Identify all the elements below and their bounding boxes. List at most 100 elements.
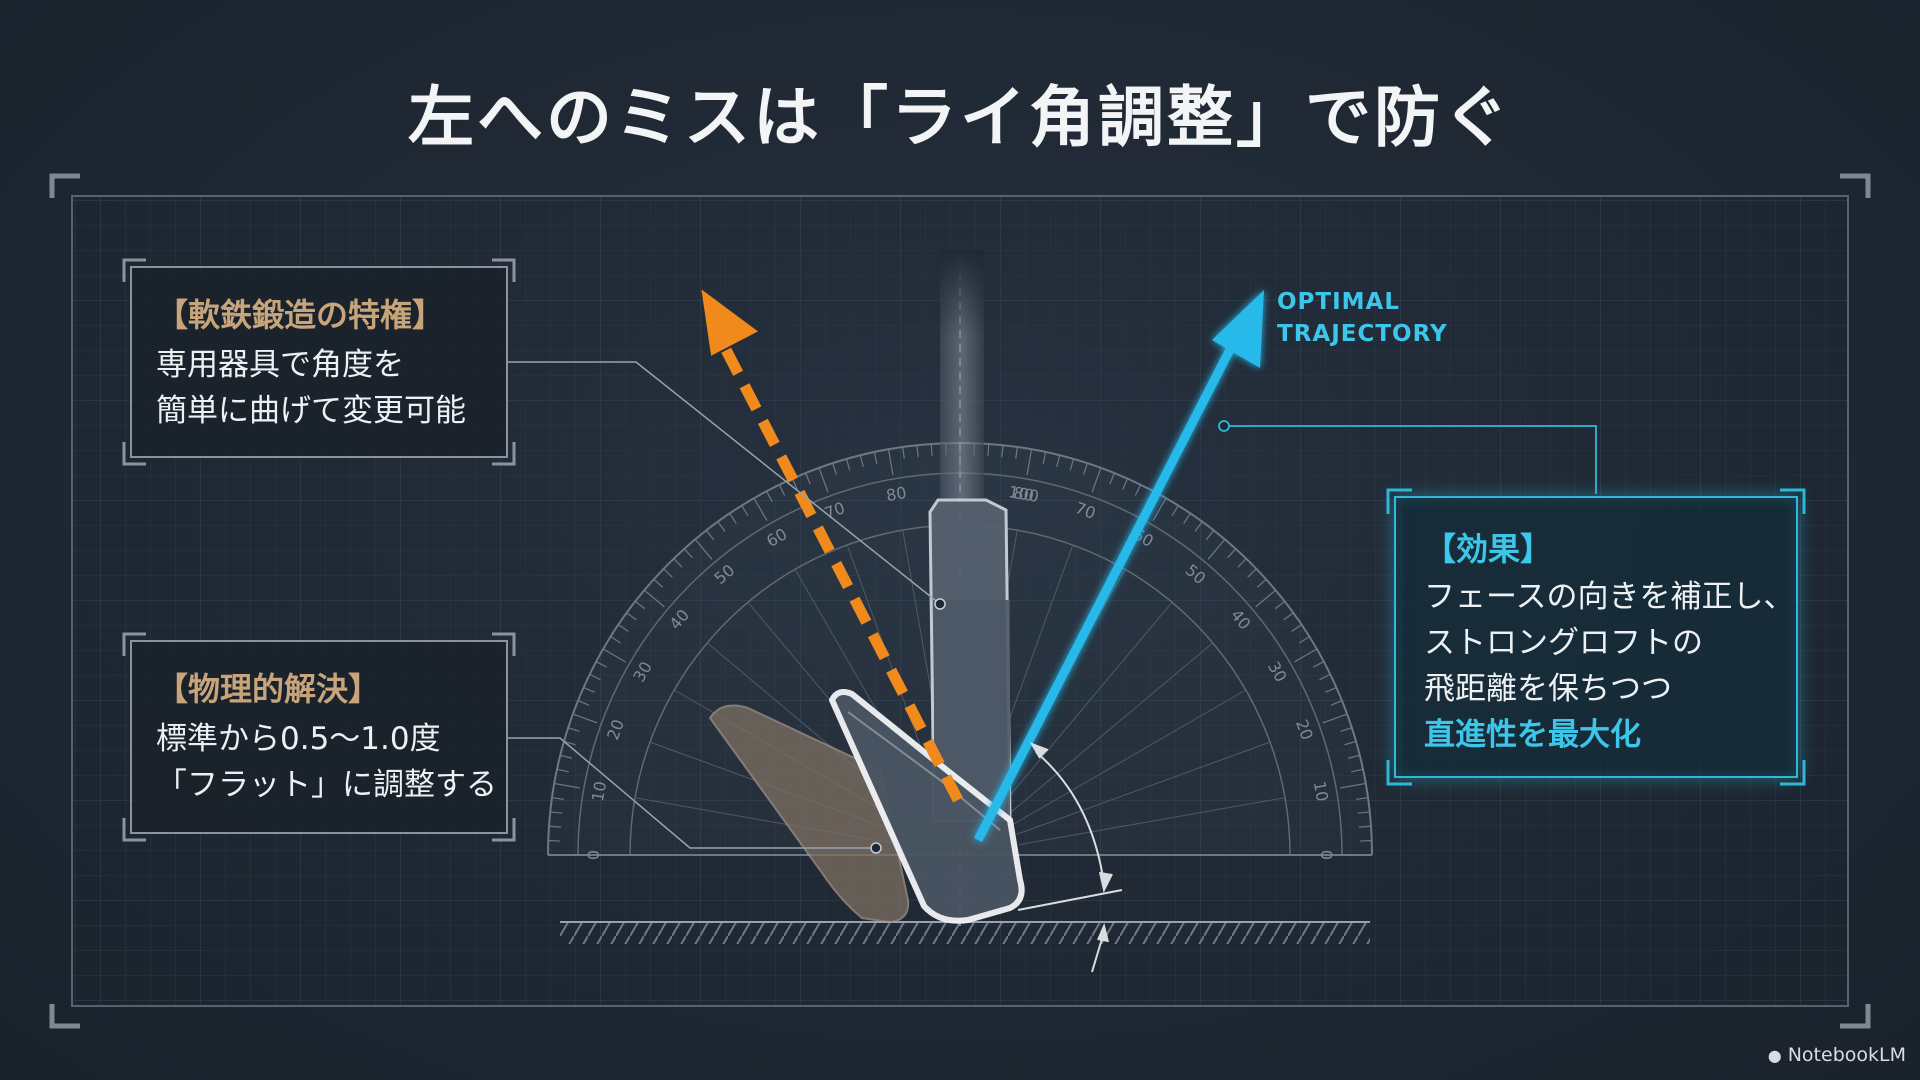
protractor-ray [1005,642,1214,817]
protractor-tick [1109,472,1115,485]
blueprint-frame [71,195,1849,1007]
protractor-tick [560,754,573,759]
protractor-tick [1205,529,1215,541]
protractor-tick [1298,636,1310,644]
protractor-ray [1019,797,1286,846]
lie-angle-indicator [1017,742,1123,973]
frame-corners [49,173,1871,1029]
protractor-tick [583,686,595,693]
protractor-tick [1255,589,1276,608]
protractor-tick [1122,478,1129,490]
protractor-ray [1011,689,1247,826]
protractor-ticks [548,443,1372,856]
protractor-tick [705,529,715,541]
protractor-tick [1227,548,1237,559]
box-line: 飛距離を保ちつつ [1424,671,1672,707]
protractor-tick [1194,521,1203,532]
protractor-tick [1274,600,1286,610]
protractor-tick [1152,497,1167,522]
protractor-tick [930,443,933,457]
protractor-tick [1134,484,1142,496]
protractor-tick [1357,811,1370,814]
protractor-tick [618,624,629,632]
protractor-tick [1322,713,1348,724]
optimal-trajectory-label: OPTIMAL TRAJECTORY [1277,286,1448,350]
effect-box: 【効果】 フェースの向きを補正し、 ストロングロフトの 飛距離を保ちつつ 直進性… [1394,496,1798,778]
protractor-tick [1340,727,1353,732]
protractor-tick [673,558,683,568]
protractor-tick [1015,446,1018,459]
protractor-tick [753,497,768,522]
protractor-tick [818,467,829,493]
protractor-tick [1247,568,1257,578]
label-line: TRAJECTORY [1277,321,1448,347]
protractor-scale-label: 0 [584,850,603,860]
protractor-tick [610,636,622,644]
protractor-tick [902,446,905,459]
protractor-tick [563,740,576,746]
protractor-tick [1001,445,1004,458]
club-head-before [708,704,910,924]
protractor-tick [1069,458,1075,471]
protractor-tick [859,455,864,468]
protractor-tick [567,727,580,732]
protractor-tick [1042,451,1047,464]
protractor-tick [1347,754,1360,759]
protractor-tick [694,539,713,560]
protractor-tick [626,612,637,621]
protractor-scale-label: 0 [1317,850,1336,860]
box-highlight: 直進性を最大化 [1424,717,1641,753]
protractor-tick [548,825,562,828]
optimal-trajectory-arrow [973,290,1264,843]
protractor-tick [577,700,590,706]
protractor-tick [845,458,851,471]
box-heading: 【効果】 [1424,530,1553,568]
protractor-tick [1319,673,1331,681]
box-brackets [122,258,516,842]
protractor-tick [1207,539,1226,560]
protractor-ray [998,601,1173,810]
protractor-tick [556,768,569,773]
box-brackets-cyan [1386,488,1806,786]
brand-watermark: ●NotebookLM [1768,1044,1906,1066]
ground-hatch [560,922,1370,944]
protractor-tick [887,449,894,475]
protractor-tick [683,548,693,559]
club-head-after [829,689,1025,924]
protractor-scale-label: 10 [1310,780,1332,803]
protractor-tick [572,713,598,724]
protractor-tick [644,589,665,608]
protractor-tick [1330,700,1343,706]
protractor-tick [551,797,564,800]
protractor-tick [1083,462,1088,475]
box-line: 専用器具で角度を [156,347,404,383]
protractor-tick [805,472,811,485]
box-line: 「フラット」に調整する [156,767,497,803]
club-shaft [928,250,1012,822]
protractor-tick [873,451,878,464]
protractor-ray [1016,741,1271,835]
protractor-tick [1351,768,1364,773]
box-line: ストロングロフトの [1424,625,1703,661]
leader-line-cyan [1218,420,1597,494]
box-line: 標準から0.5〜1.0度 [156,721,441,757]
protractor-tick [1283,612,1294,621]
protractor-tick [832,462,837,475]
protractor-tick [1171,505,1179,517]
protractor-tick [1325,686,1337,693]
protractor-tick [791,478,798,490]
protractor-tick [729,513,737,524]
protractor-tick [1026,449,1033,475]
box-line: 簡単に曲げて変更可能 [156,393,466,429]
protractor-tick [1237,558,1247,568]
box-line: フェースの向きを補正し、 [1424,579,1795,615]
protractor-tick [1291,624,1302,632]
leader-lines [508,361,946,854]
protractor-scale-label: 80 [885,483,908,505]
orange-miss-arrow [701,289,963,803]
protractor-tick [554,782,580,789]
label-line: OPTIMAL [1277,289,1400,315]
notebooklm-logo-icon: ● [1767,1046,1782,1065]
protractor-tick [1340,782,1366,789]
protractor-tick [663,568,673,578]
